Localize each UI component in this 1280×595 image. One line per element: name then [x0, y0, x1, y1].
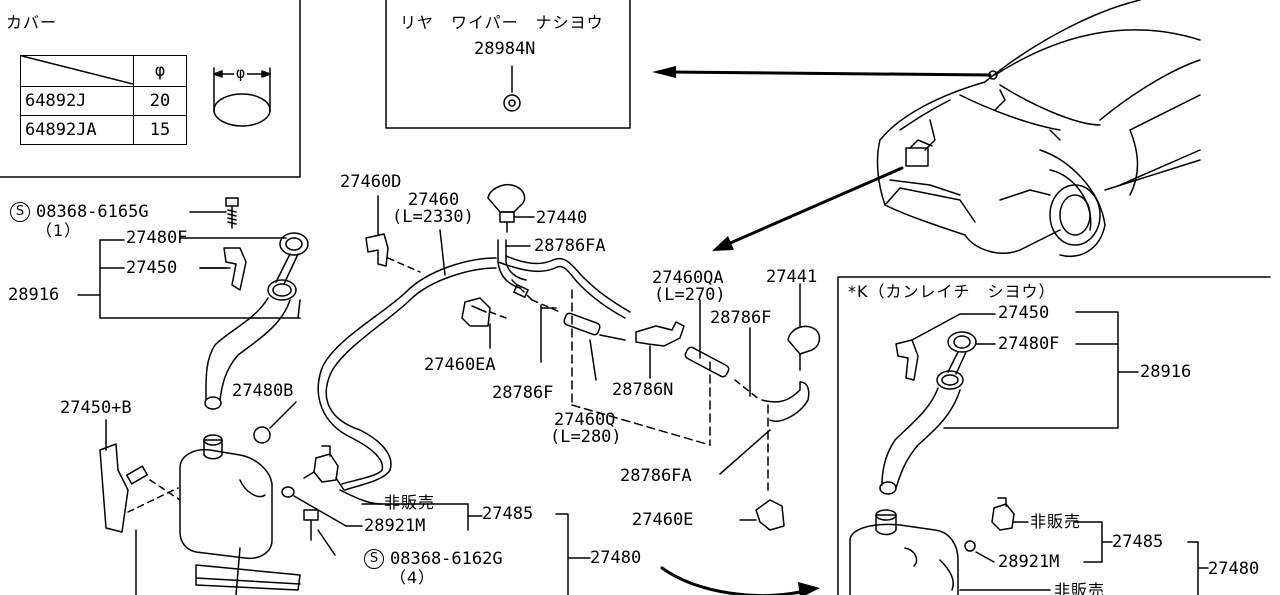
part-27441: 27441	[766, 267, 818, 287]
rear-wiper-title: リヤ ワイパー ナシヨウ	[400, 13, 604, 32]
part-27460D: 27460D	[340, 172, 402, 192]
part-28921M-left: 28921M	[364, 516, 426, 536]
part-08368-6165G: 08368-6165G	[36, 202, 149, 222]
cover-row-diameter: 20	[133, 86, 187, 116]
part-27460Q: 27460Q	[554, 410, 616, 430]
part-27480B: 27480B	[232, 381, 294, 401]
cover-row-part: 64892J	[20, 86, 134, 116]
part-28786N: 28786N	[612, 380, 674, 400]
grommet-28984N	[503, 65, 521, 112]
hose-27460	[317, 195, 497, 491]
part-27480F-left: 27480F	[126, 228, 188, 248]
clip-27460EA	[461, 297, 507, 349]
cold-region-parts	[849, 311, 1209, 595]
part-27485-right: 27485	[1112, 532, 1164, 552]
car-outline	[876, 0, 1201, 257]
leader-lines	[77, 211, 301, 319]
part-08368-6165G-qty: （1）	[36, 221, 82, 240]
part-27460Q-length: (L=280)	[550, 427, 622, 447]
part-08368-6162G: 08368-6162G	[390, 549, 503, 569]
cover-table-phi-header: φ	[133, 55, 187, 87]
cold-region-title: *K（カンレイチ シヨウ）	[848, 282, 1056, 301]
part-27480F-right: 27480F	[998, 334, 1060, 354]
part-28984N: 28984N	[474, 39, 536, 59]
part-27460-length: (L=2330)	[392, 207, 474, 227]
part-28916-right: 28916	[1140, 362, 1192, 382]
part-27480-right: 27480	[1208, 559, 1260, 579]
part-27450-right: 27450	[998, 303, 1050, 323]
not-sold-left: 非販売	[384, 493, 436, 512]
bolt-08368-6165G	[225, 197, 239, 229]
part-28786FA-low: 28786FA	[620, 466, 692, 486]
not-sold-right: 非販売	[1030, 512, 1082, 531]
cover-row-diameter: 15	[133, 115, 187, 145]
center-hoses	[497, 239, 631, 381]
pointer-arrows	[652, 66, 992, 595]
part-28786F-right: 28786F	[710, 308, 772, 328]
part-27460EA: 27460EA	[424, 355, 496, 375]
cover-dim-phi: φ	[234, 64, 248, 82]
nozzle-27440	[487, 184, 535, 233]
part-27450-left: 27450	[126, 258, 178, 278]
part-27460E: 27460E	[632, 510, 694, 530]
cover-row-part: 64892JA	[20, 115, 134, 145]
part-27485-left: 27485	[482, 504, 534, 524]
joint-and-hoses-right	[571, 283, 821, 531]
s-mark-icon: S	[10, 202, 30, 222]
part-27460: 27460	[408, 190, 460, 210]
cover-title: カバー	[6, 13, 58, 32]
not-sold-right-2: 非販売	[1054, 581, 1106, 595]
s-mark-icon: S	[364, 549, 384, 569]
washer-tank-left	[99, 401, 591, 595]
part-28786FA-top: 28786FA	[534, 236, 606, 256]
part-27460QA-length: (L=270)	[654, 285, 726, 305]
part-28916-left: 28916	[8, 285, 60, 305]
cover-table-corner	[20, 55, 134, 87]
part-27480-left: 27480	[590, 548, 642, 568]
cover-table: φ 64892J 20 64892JA 15	[20, 55, 187, 145]
part-28786F-mid: 28786F	[492, 383, 554, 403]
part-08368-6162G-qty: （4）	[390, 568, 436, 587]
part-28921M-right: 28921M	[998, 552, 1060, 572]
part-27460QA: 27460QA	[652, 268, 724, 288]
part-27450B: 27450+B	[60, 398, 132, 418]
part-27440: 27440	[536, 208, 588, 228]
